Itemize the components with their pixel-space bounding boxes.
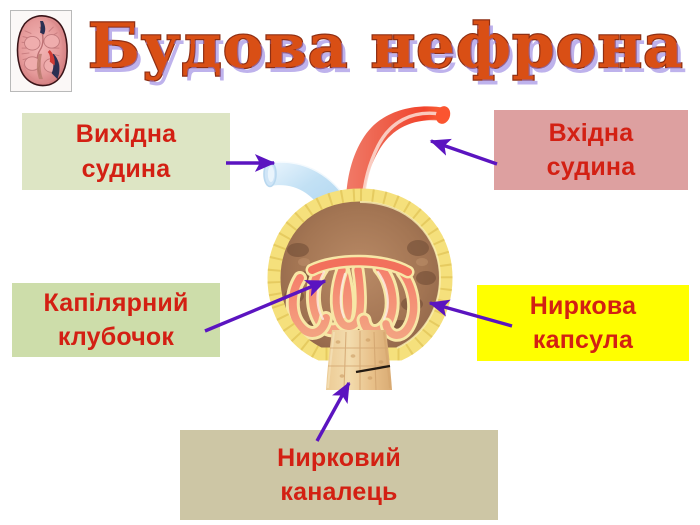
label-renal-capsule[interactable]: Ниркова капсула bbox=[477, 285, 689, 361]
renal-tubule-shape bbox=[326, 330, 392, 391]
page-title: Будова нефрона bbox=[87, 10, 684, 83]
label-afferent-vessel-line1: Вхідна bbox=[548, 118, 634, 147]
nephron-diagram bbox=[250, 100, 470, 410]
label-renal-tubule-line1: Нирковий bbox=[277, 443, 401, 472]
kidney-thumbnail bbox=[10, 10, 72, 92]
label-renal-tubule-line2: каналець bbox=[280, 478, 398, 506]
label-afferent-vessel-line2: судина bbox=[546, 153, 636, 181]
label-capillary-glomerulus[interactable]: Капілярний клубочок bbox=[12, 283, 220, 357]
label-afferent-vessel[interactable]: Вхідна судина bbox=[494, 110, 688, 190]
label-renal-tubule[interactable]: Нирковий каналець bbox=[180, 430, 498, 520]
label-efferent-vessel-line2: судина bbox=[81, 154, 171, 183]
label-capillary-glomerulus-line2: клубочок bbox=[57, 323, 175, 351]
label-efferent-vessel[interactable]: Вихідна судина bbox=[22, 113, 230, 190]
nephron-illustration-svg bbox=[263, 106, 453, 391]
label-renal-capsule-line2: капсула bbox=[532, 326, 634, 354]
label-capillary-glomerulus-line1: Капілярний bbox=[43, 288, 189, 317]
label-efferent-vessel-line1: Вихідна bbox=[75, 120, 177, 148]
label-renal-capsule-line1: Ниркова bbox=[529, 291, 637, 320]
afferent-arteriole-shape bbox=[346, 106, 451, 204]
kidney-cross-section-icon bbox=[11, 11, 71, 91]
